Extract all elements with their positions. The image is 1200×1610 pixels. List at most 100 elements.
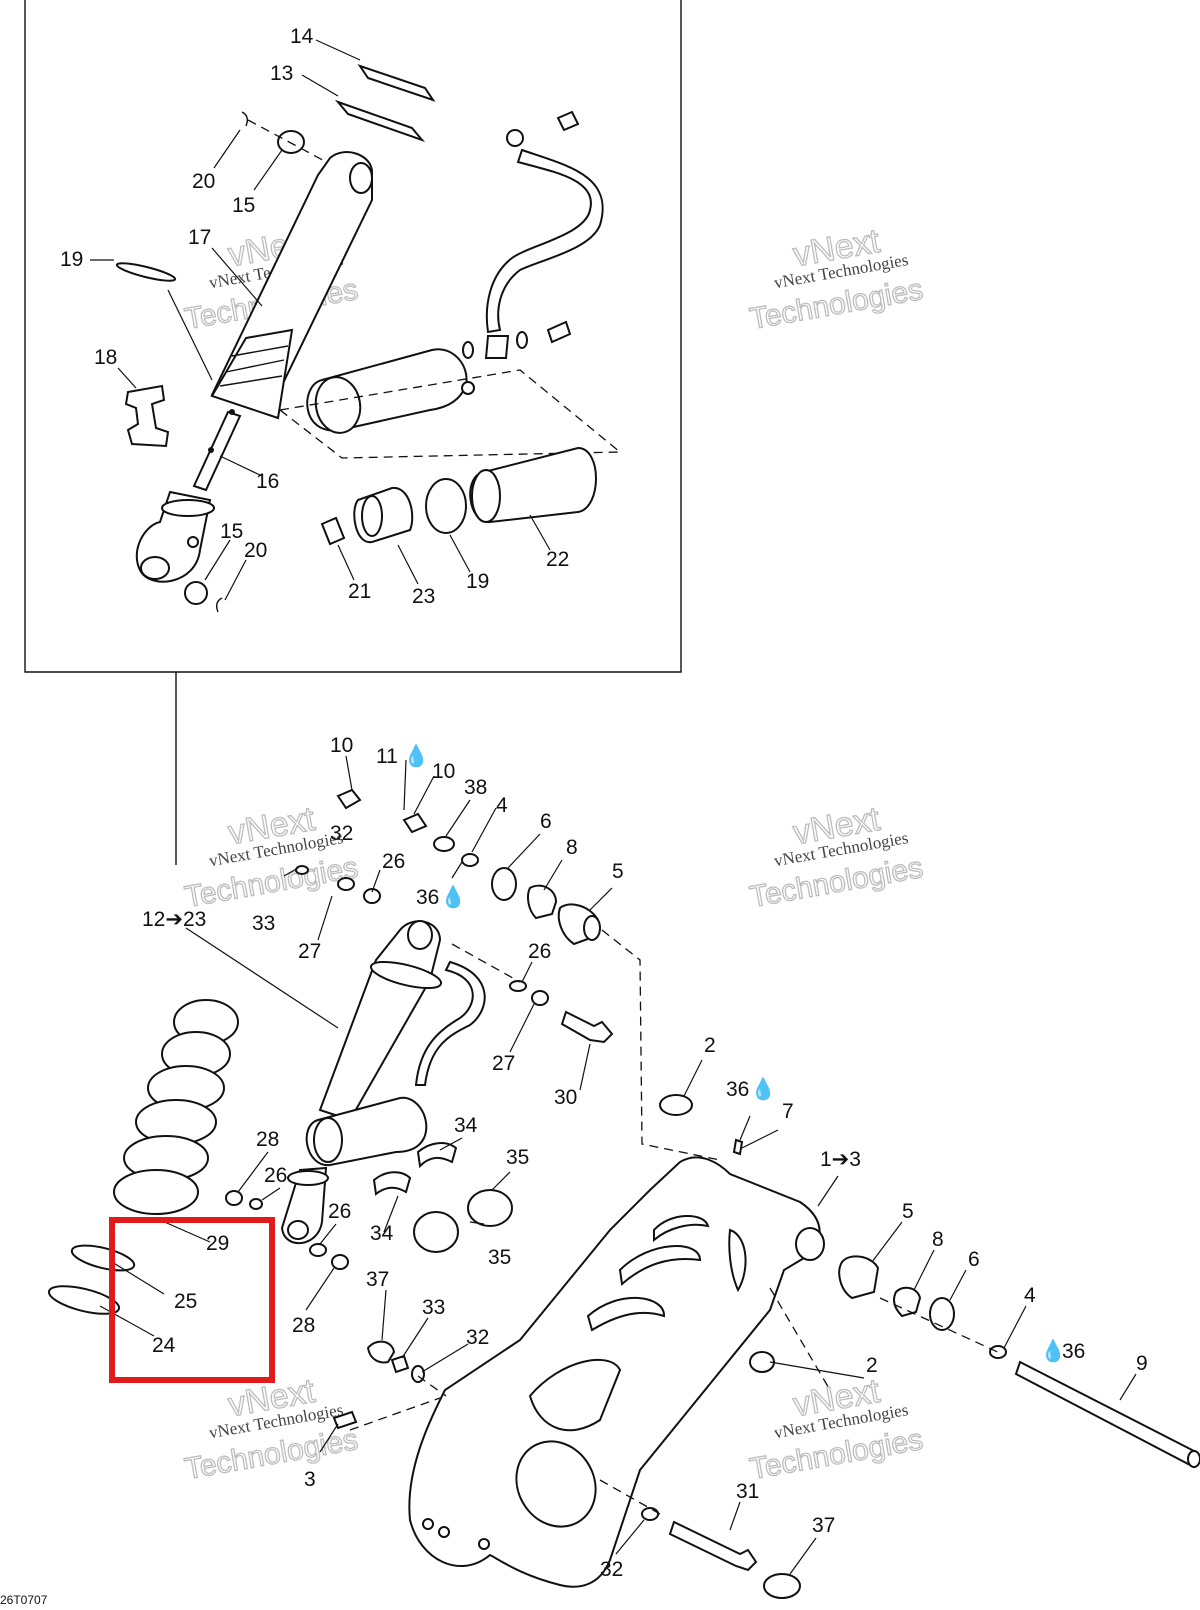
callout-6b: 6: [968, 1248, 980, 1271]
bushing-28b: [331, 1254, 349, 1270]
spring-adjuster-ring: [369, 960, 443, 990]
callout-15b: 15: [220, 520, 243, 543]
o-ring-4b: [989, 1345, 1007, 1359]
callout-10b: 10: [432, 760, 455, 783]
bolt-31: [668, 1520, 758, 1572]
callout-32a: 32: [330, 822, 353, 845]
reservoir-outline: [278, 369, 622, 459]
callout-35a: 35: [506, 1146, 529, 1169]
clamp-35a: [467, 1189, 513, 1227]
main-dashed-lines: [349, 929, 1003, 1515]
banjo-bolt-top: [556, 110, 580, 132]
callout-37b: 37: [812, 1514, 835, 1537]
banjo-bolt-lower: [546, 320, 572, 344]
callout-37a: 37: [366, 1268, 389, 1291]
callout-19b: 19: [466, 570, 489, 593]
main-leader-lines: [99, 755, 1137, 1575]
callout-36a: 36: [416, 886, 439, 909]
callout-26c: 26: [264, 1164, 287, 1187]
callout-29: 29: [206, 1232, 229, 1255]
callout-27a: 27: [298, 940, 321, 963]
bearing-8b: [893, 1286, 922, 1318]
callout-34a: 34: [454, 1114, 478, 1137]
callout-31: 31: [736, 1480, 759, 1503]
o-ring-6a: [491, 867, 517, 901]
bump-stop-18: [124, 384, 170, 448]
figure-code: 26T0707: [0, 1593, 48, 1607]
watermark-5: vNext vNext Technologies Technologies: [182, 1371, 361, 1486]
plug-2b: [749, 1351, 775, 1373]
shaft-9: [1014, 1360, 1198, 1468]
callout-8b: 8: [932, 1228, 944, 1251]
callout-32c: 32: [600, 1558, 623, 1581]
callout-18: 18: [94, 346, 117, 369]
callout-34b: 34: [370, 1222, 394, 1245]
callout-26a: 26: [382, 850, 405, 873]
bushing-27b: [531, 990, 549, 1006]
inset-callouts: 14 13 20 15 17 19 18 16 15 20 21 23 19 2…: [60, 25, 569, 608]
nut-10b: [402, 812, 428, 834]
washer-26d: [309, 1243, 327, 1257]
callout-20a: 20: [192, 170, 215, 193]
callout-26b: 26: [528, 940, 551, 963]
callout-23: 23: [412, 585, 435, 608]
clip-20-bottom: [215, 597, 223, 613]
callout-2b: 2: [866, 1354, 878, 1377]
drop-icon: 💧: [750, 1076, 776, 1101]
bearing-8a: [527, 884, 558, 920]
plug-37a: [366, 1340, 396, 1364]
callout-32b: 32: [466, 1326, 489, 1349]
bolt-30: [560, 1010, 614, 1044]
callout-2a: 2: [704, 1034, 716, 1057]
shock-body-main: [318, 920, 442, 1122]
clamp-35b: [413, 1211, 459, 1253]
callout-33b: 33: [422, 1296, 445, 1319]
valve-21: [320, 516, 346, 546]
callout-25: 25: [174, 1290, 197, 1313]
shock-rod-16: [192, 410, 242, 492]
washer-38: [433, 836, 455, 852]
callout-10a: 10: [330, 734, 353, 757]
reservoir-hose: [485, 148, 604, 334]
washer-28a: [225, 1190, 243, 1206]
callout-21: 21: [348, 580, 371, 603]
pin-3: [332, 1410, 358, 1430]
callout-19a: 19: [60, 248, 83, 271]
callout-28b: 28: [292, 1314, 315, 1337]
coil-spring-29: [113, 999, 239, 1215]
callout-7: 7: [782, 1100, 794, 1123]
callout-6a: 6: [540, 810, 552, 833]
main-assembly-drawing: [47, 788, 1200, 1599]
washer-26c: [249, 1198, 263, 1210]
main-reservoir-hose: [414, 960, 486, 1086]
inset-leader-lines: [90, 39, 551, 601]
grease-fitting-7: [732, 1138, 744, 1156]
callout-14: 14: [290, 25, 314, 48]
spring-seat-25: [70, 1244, 136, 1272]
o-ring-4a: [461, 853, 479, 867]
o-ring-6b: [929, 1297, 955, 1331]
clip-20-top: [241, 111, 249, 127]
spring-seat-13: [334, 99, 426, 143]
callout-35b: 35: [488, 1246, 511, 1269]
watermark-2: vNext vNext Technologies Technologies: [747, 221, 926, 336]
callout-15a: 15: [232, 194, 255, 217]
callout-1-3: 1➔3: [820, 1148, 861, 1171]
plug-37b: [763, 1573, 801, 1599]
callout-36b: 36: [726, 1078, 749, 1101]
callout-28a: 28: [256, 1128, 279, 1151]
callout-16: 16: [256, 470, 279, 493]
drop-icon: 💧: [1040, 1338, 1066, 1363]
clamp-half-34b: [372, 1171, 412, 1196]
callout-24: 24: [152, 1334, 176, 1357]
callout-11: 11: [376, 745, 398, 768]
drop-icon: 💧: [403, 743, 429, 768]
callout-3: 3: [304, 1468, 316, 1491]
callout-9: 9: [1136, 1352, 1148, 1375]
callout-38: 38: [464, 776, 487, 799]
washer-32a: [295, 865, 309, 875]
inset-frame: [24, 0, 682, 673]
bushing-27a: [363, 888, 381, 904]
washer-26a: [337, 877, 355, 891]
